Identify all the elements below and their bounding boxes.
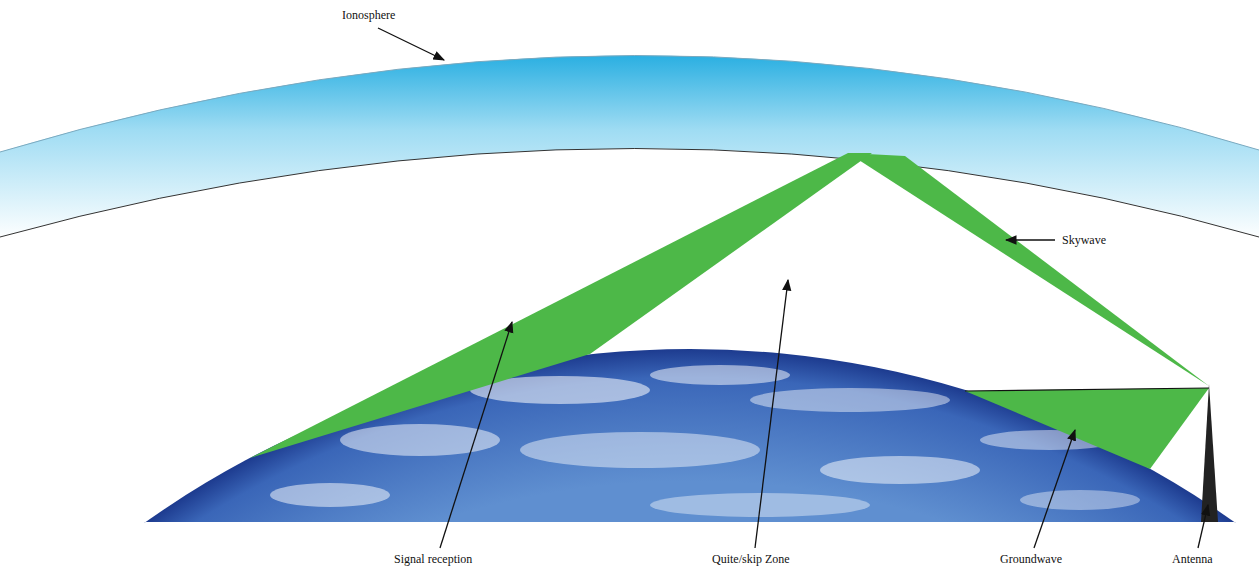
- leader-line: [378, 28, 444, 60]
- earth: [0, 340, 1259, 578]
- part-label: Antenna: [1170, 552, 1215, 566]
- cloud: [650, 365, 790, 385]
- part-label: Signal reception: [392, 552, 474, 566]
- leader-line: [440, 322, 512, 548]
- cloud: [270, 483, 390, 507]
- groundwave-beam: [965, 388, 1209, 469]
- leader-line: [755, 280, 788, 548]
- skywave-beam: [848, 153, 1209, 386]
- ionosphere-band: [0, 55, 1259, 237]
- part-label: Ionosphere: [340, 8, 397, 22]
- part-label: Groundwave: [998, 552, 1064, 566]
- reception-beam: [250, 153, 872, 458]
- leader-lines: [378, 28, 1208, 548]
- cloud: [340, 424, 500, 456]
- earth-body: [0, 340, 1259, 523]
- cloud: [1020, 490, 1140, 510]
- ionosphere-top: [0, 55, 1259, 152]
- part-label: Quite/skip Zone: [710, 552, 792, 566]
- ground-cut: [0, 522, 1259, 578]
- ionosphere-bottom: [0, 149, 1259, 238]
- leader-line: [1198, 505, 1208, 548]
- leader-line: [1034, 430, 1075, 548]
- leader-line: [1006, 239, 1055, 240]
- groundwave-edge: [965, 388, 1209, 391]
- part-label: Skywave: [1060, 233, 1108, 247]
- cloud: [520, 432, 760, 468]
- cloud: [750, 388, 950, 412]
- antenna-symbol: [1201, 384, 1218, 522]
- cloud: [820, 456, 980, 484]
